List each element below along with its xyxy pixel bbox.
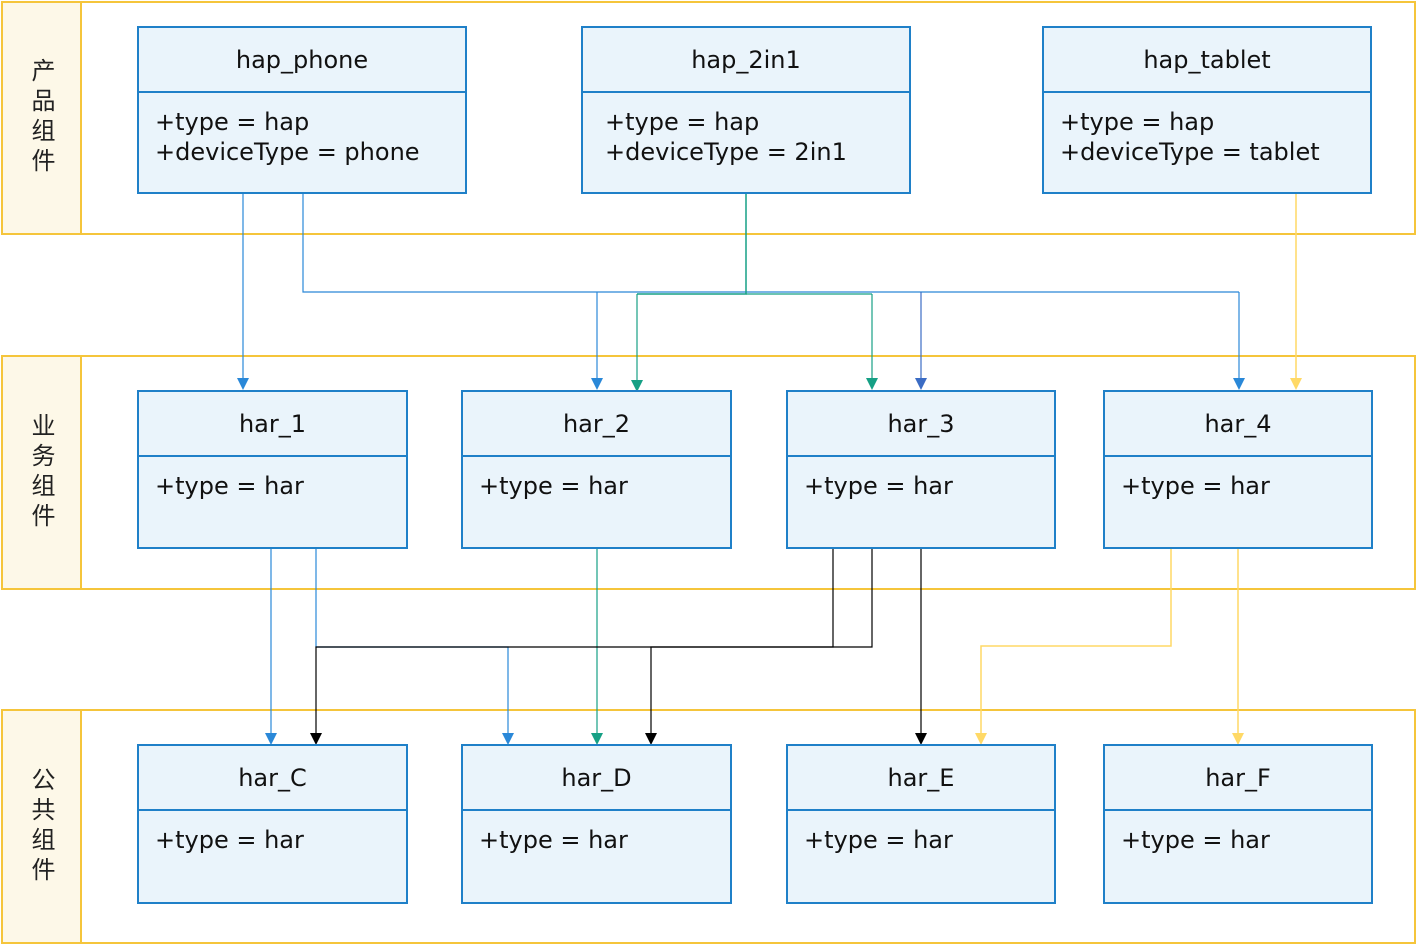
band-common: 公共组件: [1, 709, 1416, 944]
node-attrs: +type = har: [788, 811, 1054, 855]
node-title: hap_phone: [139, 28, 465, 93]
node-attrs: +type = hap +deviceType = phone: [139, 93, 465, 167]
node-attr: +type = har: [804, 826, 953, 854]
node-hap_2in1: hap_2in1 +type = hap +deviceType = 2in1: [581, 26, 911, 194]
node-attr: +type = hap: [1060, 108, 1215, 136]
node-title: har_3: [788, 392, 1054, 457]
node-title: har_C: [139, 746, 406, 811]
node-attr: +type = har: [479, 826, 628, 854]
edge-hap_phone-har_4: [1233, 292, 1245, 390]
node-har_2: har_2 +type = har: [461, 390, 732, 549]
node-attr: +type = har: [479, 472, 628, 500]
node-title: har_1: [139, 392, 406, 457]
band-label-text: 业务组件: [27, 412, 55, 533]
edge-hap_2in1-bus: [637, 193, 872, 295]
node-hap_phone: hap_phone +type = hap +deviceType = phon…: [137, 26, 467, 194]
node-attr: +deviceType = tablet: [1060, 138, 1320, 166]
node-title: har_D: [463, 746, 730, 811]
edge-hap_phone-bus: [302, 193, 1239, 293]
edge-hap_phone-har_2: [591, 292, 603, 390]
node-title: har_E: [788, 746, 1054, 811]
node-attr: +type = har: [155, 826, 304, 854]
edge-hap_phone-har_3: [915, 292, 927, 390]
node-title: har_2: [463, 392, 730, 457]
node-har_F: har_F +type = har: [1103, 744, 1373, 904]
edge-hap_2in1-har_3: [866, 294, 878, 390]
node-attrs: +type = hap +deviceType = tablet: [1044, 93, 1370, 167]
edge-har_3-har_E: [915, 548, 927, 745]
node-har_3: har_3 +type = har: [786, 390, 1056, 549]
node-title: har_4: [1105, 392, 1371, 457]
node-attrs: +type = har: [1105, 811, 1371, 855]
band-label-product: 产品组件: [3, 3, 82, 233]
node-attr: +deviceType = 2in1: [605, 138, 847, 166]
band-business: 业务组件: [1, 355, 1416, 590]
edge-hap_tablet-har_4: [1290, 193, 1302, 390]
node-attrs: +type = hap +deviceType = 2in1: [583, 93, 909, 167]
node-har_D: har_D +type = har: [461, 744, 732, 904]
node-attrs: +type = har: [1105, 457, 1371, 501]
node-attrs: +type = har: [139, 457, 406, 501]
node-hap_tablet: hap_tablet +type = hap +deviceType = tab…: [1042, 26, 1372, 194]
node-title: har_F: [1105, 746, 1371, 811]
edge-har_4-har_E: [975, 548, 1172, 745]
node-attrs: +type = har: [463, 811, 730, 855]
band-label-text: 产品组件: [27, 58, 55, 178]
node-har_4: har_4 +type = har: [1103, 390, 1373, 549]
band-product: 产品组件: [1, 1, 1416, 235]
band-label-common: 公共组件: [3, 711, 82, 942]
edge-har_1-har_C: [265, 548, 277, 745]
node-attrs: +type = har: [139, 811, 406, 855]
node-attr: +type = har: [155, 472, 304, 500]
edge-har_2-har_D: [591, 548, 603, 745]
node-har_E: har_E +type = har: [786, 744, 1056, 904]
node-attr: +type = hap: [605, 108, 760, 136]
node-har_1: har_1 +type = har: [137, 390, 408, 549]
node-attrs: +type = har: [788, 457, 1054, 501]
node-attrs: +type = har: [463, 457, 730, 501]
node-attr: +deviceType = phone: [155, 138, 420, 166]
node-attr: +type = har: [1121, 472, 1270, 500]
edge-har_3-har_C: [310, 548, 873, 745]
node-attr: +type = hap: [155, 108, 310, 136]
edge-hap_2in1-har_2: [631, 294, 643, 392]
band-label-business: 业务组件: [3, 357, 82, 588]
edge-har_4-har_F: [1232, 548, 1244, 745]
node-title: hap_2in1: [583, 28, 909, 93]
node-title: hap_tablet: [1044, 28, 1370, 93]
edge-hap_phone-har_1: [237, 193, 249, 390]
edge-har_3-har_D: [645, 548, 834, 745]
band-label-text: 公共组件: [27, 766, 55, 887]
node-har_C: har_C +type = har: [137, 744, 408, 904]
node-attr: +type = har: [804, 472, 953, 500]
node-attr: +type = har: [1121, 826, 1270, 854]
